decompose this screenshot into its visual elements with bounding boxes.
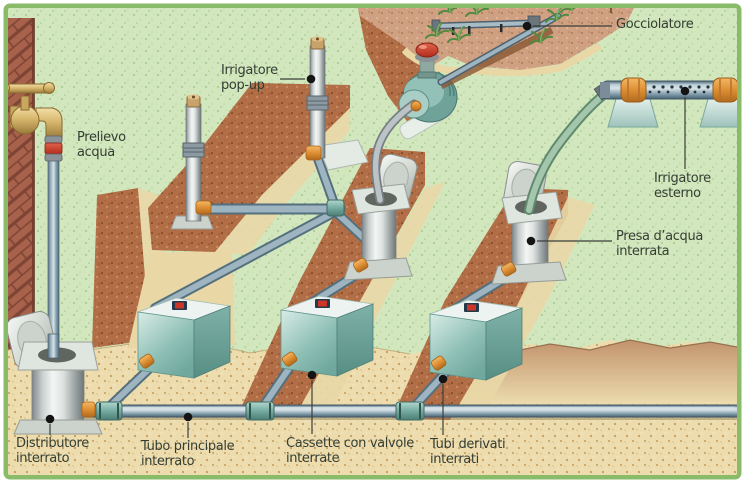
tee-fitting-popup: [326, 199, 345, 217]
label-irrigatore-esterno-line1: Irrigatore: [654, 171, 711, 186]
label-tubo-principale-line2: interrato: [141, 454, 195, 469]
popup-sprinkler-right: [305, 36, 369, 171]
label-cassette-valvole: Cassette con valvole interrate: [286, 436, 414, 466]
leader-irrigatore-popup: [280, 74, 316, 84]
leader-tubo-principale: [183, 412, 193, 438]
frame-border: [3, 3, 742, 480]
label-cassette-valvole-line2: interrate: [286, 451, 340, 466]
external-sprinkler: [599, 77, 737, 128]
gray-hose: [371, 99, 419, 205]
leader-presa-dacqua: [526, 236, 612, 246]
tap-connector: [44, 135, 63, 162]
garden-tap: [8, 82, 63, 139]
main-pipe-tees: [95, 401, 425, 421]
buried-distributor: [8, 311, 103, 435]
label-irrigatore-popup: Irrigatore pop-up: [221, 63, 278, 93]
leader-tubi-derivati: [438, 374, 448, 435]
leader-lines: [45, 21, 690, 438]
valve-box-2: [280, 295, 374, 377]
label-tubo-principale-line1: Tubo principale: [141, 439, 235, 454]
label-gocciolatore-line1: Gocciolatore: [616, 17, 694, 32]
label-tubi-derivati: Tubi derivati interrati: [430, 437, 506, 467]
label-cassette-valvole-line1: Cassette con valvole: [286, 436, 414, 451]
popup-sprinkler-left: [170, 94, 214, 230]
label-tubo-principale: Tubo principale interrato: [141, 439, 235, 469]
label-distributore-line1: Distributore: [16, 436, 89, 451]
label-irrigatore-popup-line2: pop-up: [221, 78, 265, 93]
label-gocciolatore: Gocciolatore: [616, 17, 694, 32]
filter-inlet-nozzle: [410, 100, 422, 112]
leader-distributore: [45, 414, 55, 435]
label-presa-dacqua-line2: interrata: [616, 244, 670, 259]
label-irrigatore-popup-line1: Irrigatore: [221, 63, 278, 78]
label-tubi-derivati-line1: Tubi derivati: [430, 437, 506, 452]
label-prelievo-acqua-line1: Prelievo: [77, 130, 126, 145]
valve-box-3: [429, 299, 523, 381]
leader-gocciolatore: [522, 21, 612, 31]
label-distributore-line2: interrato: [16, 451, 70, 466]
leader-irrigatore-esterno: [680, 86, 690, 169]
label-tubi-derivati-line2: interrati: [430, 452, 479, 467]
label-prelievo-acqua: Prelievo acqua: [77, 130, 126, 160]
label-presa-dacqua: Presa d’acqua interrata: [616, 229, 703, 259]
label-presa-dacqua-line1: Presa d’acqua: [616, 229, 703, 244]
label-irrigatore-esterno-line2: esterno: [654, 186, 701, 201]
label-distributore: Distributore interrato: [16, 436, 89, 466]
label-prelievo-acqua-line2: acqua: [77, 145, 115, 160]
valve-box-1: [137, 297, 231, 379]
label-irrigatore-esterno: Irrigatore esterno: [654, 171, 711, 201]
drip-line: [431, 12, 562, 90]
leader-cassette: [307, 370, 317, 434]
